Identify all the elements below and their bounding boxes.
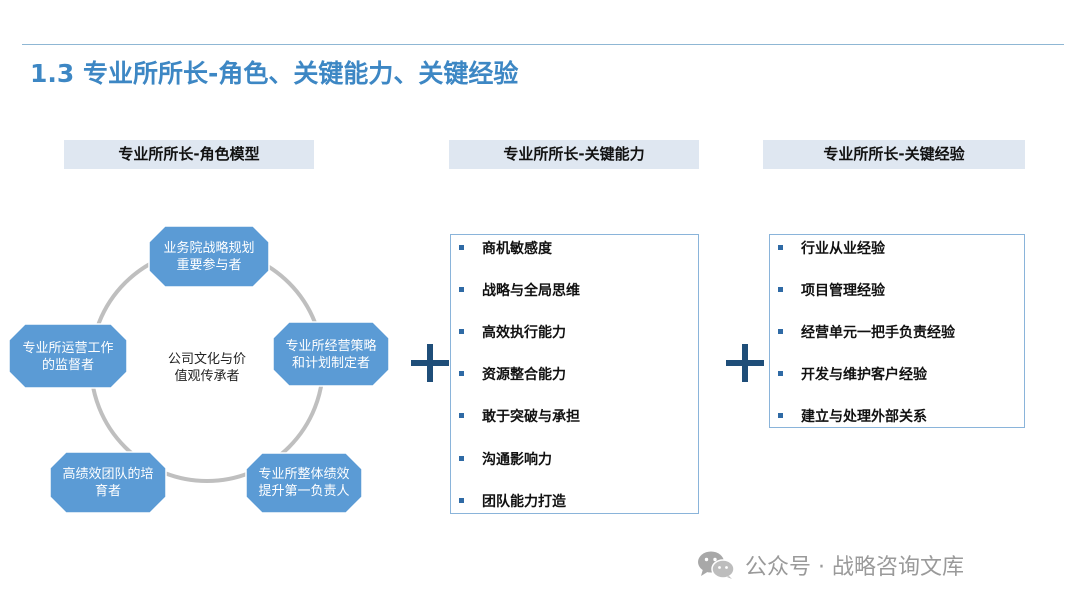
role-model-header: 专业所所长-角色模型 <box>64 140 314 169</box>
experience-item: 行业从业经验 <box>778 238 1018 260</box>
bullet-icon <box>459 328 464 334</box>
plus-icon-2 <box>726 344 764 382</box>
role-octagon-3 <box>245 452 363 514</box>
slide-title: 1.3 专业所所长-角色、关键能力、关键经验 <box>30 59 519 88</box>
plus-icon-1 <box>411 344 449 382</box>
bullet-icon <box>459 286 464 292</box>
experience-item: 经营单元一把手负责经验 <box>778 322 1018 344</box>
bullet-icon <box>459 497 464 503</box>
bullet-icon <box>459 244 464 250</box>
bullet-icon <box>459 412 464 418</box>
role-label-3: 专业所整体绩效提升第一负责人 <box>258 467 350 499</box>
ability-item: 高效执行能力 <box>459 322 692 344</box>
role-octagon-5 <box>8 323 128 389</box>
watermark-text: 公众号 · 战略咨询文库 <box>745 555 964 580</box>
bullet-icon <box>778 328 783 334</box>
role-center-label: 公司文化与价值观传承者 <box>167 352 246 384</box>
role-label-2: 专业所经营策略和计划制定者 <box>285 339 377 371</box>
ability-item: 沟通影响力 <box>459 449 692 471</box>
role-octagon-1 <box>148 225 270 288</box>
role-label-5: 专业所运营工作的监督者 <box>22 341 114 373</box>
wechat-icon <box>698 551 735 579</box>
bullet-icon <box>459 370 464 376</box>
bullet-icon <box>778 370 783 376</box>
key-abilities-box: 商机敏感度 战略与全局思维 高效执行能力 资源整合能力 敢于突破与承担 沟通影响… <box>450 234 699 514</box>
bullet-icon <box>778 286 783 292</box>
ability-item: 敢于突破与承担 <box>459 406 692 428</box>
experience-item: 开发与维护客户经验 <box>778 364 1018 386</box>
experience-item: 项目管理经验 <box>778 280 1018 302</box>
bullet-icon <box>778 412 783 418</box>
key-abilities-header: 专业所所长-关键能力 <box>449 140 699 169</box>
watermark: 公众号 · 战略咨询文库 <box>697 548 964 582</box>
experience-item: 建立与处理外部关系 <box>778 406 1018 428</box>
bullet-icon <box>459 455 464 461</box>
bullet-icon <box>778 244 783 250</box>
role-label-1: 业务院战略规划重要参与者 <box>163 241 255 273</box>
ability-item: 战略与全局思维 <box>459 280 692 302</box>
ability-item: 商机敏感度 <box>459 238 692 260</box>
role-model-diagram <box>8 225 390 514</box>
top-rule <box>22 44 1064 45</box>
ability-item: 资源整合能力 <box>459 364 692 386</box>
role-octagon-2 <box>272 321 390 387</box>
role-label-4: 高绩效团队的培育者 <box>62 467 154 499</box>
role-octagon-4 <box>49 451 167 514</box>
key-experience-header: 专业所所长-关键经验 <box>763 140 1025 169</box>
ability-item: 团队能力打造 <box>459 491 692 513</box>
key-experience-box: 行业从业经验 项目管理经验 经营单元一把手负责经验 开发与维护客户经验 建立与处… <box>769 234 1025 428</box>
